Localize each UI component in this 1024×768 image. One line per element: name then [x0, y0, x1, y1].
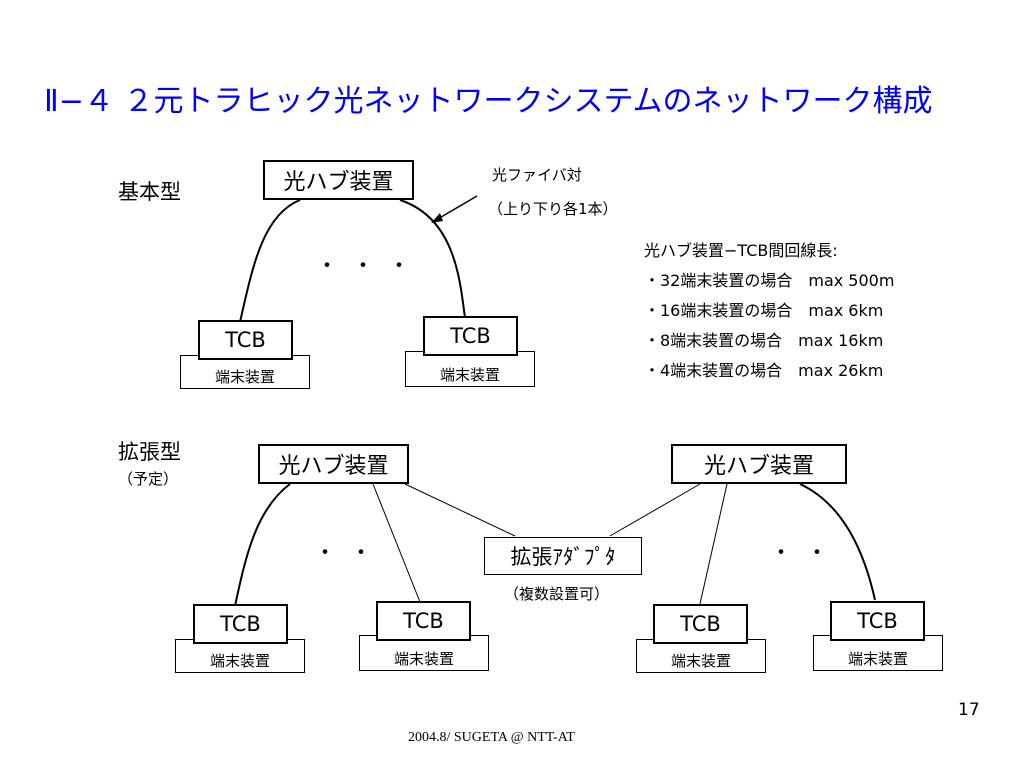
ext-tcb-2: TCB — [376, 601, 471, 641]
terminal-label: 端末装置 — [670, 652, 731, 670]
fiber-pointer-arrow — [435, 195, 478, 221]
terminal-label: 端末装置 — [209, 652, 270, 670]
ext-line-hub-adapter-right — [609, 483, 701, 537]
fiber-line-left — [239, 199, 301, 323]
basic-terminal-right: 端末装置 — [405, 351, 535, 387]
line-length-notes: 光ハブ装置−TCB間回線長: ・32端末装置の場合 max 500m ・16端末… — [644, 236, 894, 386]
expansion-adapter-box: 拡張ｱﾀﾞﾌﾟﾀ — [484, 537, 642, 575]
ext-fiber-left-1 — [234, 483, 291, 607]
notes-item: ・4端末装置の場合 max 26km — [644, 361, 884, 380]
ext-line-left-2 — [372, 483, 421, 603]
terminal-label: 端末装置 — [214, 368, 275, 386]
ext-tcb-3: TCB — [653, 604, 748, 644]
notes-item: ・16端末装置の場合 max 6km — [644, 301, 884, 320]
tcb-label: TCB — [225, 328, 266, 352]
page-number: 17 — [958, 700, 980, 720]
tcb-label: TCB — [403, 609, 444, 633]
terminal-label: 端末装置 — [393, 650, 454, 668]
ext-terminal-4: 端末装置 — [813, 635, 943, 671]
ext-line-hub-adapter-left — [404, 483, 516, 537]
basic-section-label: 基本型 — [118, 180, 181, 204]
tcb-label: TCB — [450, 324, 491, 348]
fiber-label-1: 光ファイバ対 — [492, 166, 582, 184]
basic-hub-label: 光ハブ装置 — [283, 170, 394, 195]
tcb-label: TCB — [857, 609, 898, 633]
basic-tcb-right: TCB — [423, 316, 518, 356]
ext-dots-left: ・・ — [314, 541, 387, 566]
ext-hub-right: 光ハブ装置 — [671, 444, 847, 484]
ext-line-right-1 — [699, 483, 728, 605]
terminal-label: 端末装置 — [439, 366, 500, 384]
page-title: Ⅱ−４ ２元トラヒック光ネットワークシステムのネットワーク構成 — [44, 84, 933, 119]
extended-section-sub: （予定） — [118, 470, 179, 488]
terminal-label: 端末装置 — [847, 650, 908, 668]
ext-tcb-4: TCB — [830, 601, 925, 641]
ext-tcb-1: TCB — [193, 604, 288, 644]
fiber-line-right — [399, 199, 466, 319]
ext-hub-label: 光ハブ装置 — [278, 454, 389, 479]
tcb-label: TCB — [220, 612, 261, 636]
basic-terminal-left: 端末装置 — [180, 355, 310, 389]
expansion-adapter-label: 拡張ｱﾀﾞﾌﾟﾀ — [510, 545, 616, 569]
ext-dots-right: ・・ — [770, 541, 843, 566]
ext-terminal-1: 端末装置 — [175, 639, 305, 673]
ext-hub-label: 光ハブ装置 — [703, 454, 814, 479]
adapter-note: （複数設置可） — [504, 585, 610, 603]
extended-section-label: 拡張型 — [118, 440, 181, 464]
basic-tcb-left: TCB — [198, 320, 293, 360]
tcb-label: TCB — [680, 612, 721, 636]
ext-hub-left: 光ハブ装置 — [258, 444, 409, 484]
footer-text: 2004.8/ SUGETA @ NTT-AT — [408, 730, 575, 745]
notes-item: ・32端末装置の場合 max 500m — [644, 271, 895, 290]
basic-dots: ・・・ — [316, 254, 425, 279]
ext-fiber-right-2 — [799, 483, 876, 601]
basic-hub-box: 光ハブ装置 — [263, 160, 414, 200]
notes-item: ・8端末装置の場合 max 16km — [644, 331, 884, 350]
notes-heading: 光ハブ装置−TCB間回線長: — [644, 241, 838, 260]
ext-terminal-3: 端末装置 — [636, 639, 766, 673]
fiber-label-2: （上り下り各1本） — [488, 200, 618, 218]
